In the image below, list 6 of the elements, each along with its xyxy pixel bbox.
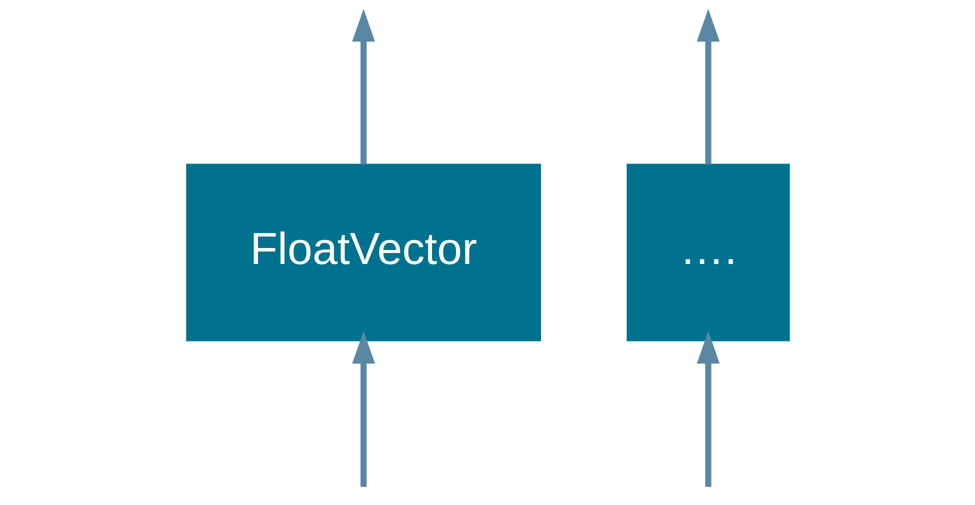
arrow <box>696 8 720 165</box>
arrow <box>696 330 720 487</box>
node-box: …. <box>626 164 790 342</box>
node-box: FloatVector <box>186 164 541 342</box>
arrow <box>352 8 375 165</box>
arrow <box>352 330 375 487</box>
